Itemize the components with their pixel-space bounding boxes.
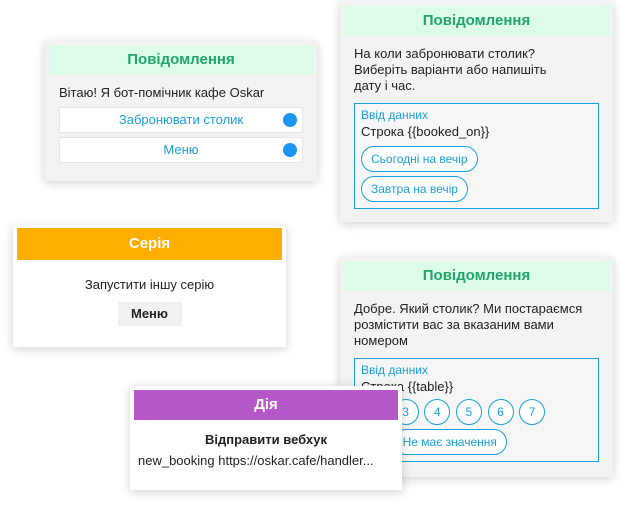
message-text-line: На коли забронювати столик? xyxy=(354,46,536,61)
quick-reply-5[interactable]: 5 xyxy=(455,399,482,425)
quick-reply-6[interactable]: 6 xyxy=(487,399,514,425)
input-label: Ввід данних xyxy=(361,363,429,377)
message-card-booking-date[interactable]: Повідомлення На коли забронювати столик?… xyxy=(340,2,613,222)
action-title: Відправити вебхук xyxy=(205,432,327,447)
quick-reply-4[interactable]: 4 xyxy=(424,399,451,425)
series-card[interactable]: Серія Запустити іншу серію Меню xyxy=(13,226,286,347)
series-menu-button[interactable]: Меню xyxy=(117,302,182,326)
message-text-line: розмістити вас за вказаним вами xyxy=(354,317,554,332)
message-text-line: Добре. Який столик? Ми постараємся xyxy=(354,301,583,316)
input-variable: Строка {{booked_on}} xyxy=(361,124,490,139)
option-menu[interactable]: Меню xyxy=(59,137,303,163)
option-label: Меню xyxy=(163,142,199,157)
action-webhook-text: new_booking https://oskar.cafe/handler..… xyxy=(138,453,374,468)
option-book-table[interactable]: Забронювати столик xyxy=(59,107,303,133)
connector-dot-icon[interactable] xyxy=(283,143,297,157)
action-card[interactable]: Дія Відправити вебхук new_booking https:… xyxy=(130,386,402,490)
action-card-header: Дія xyxy=(134,390,398,420)
connector-dot-icon[interactable] xyxy=(283,113,297,127)
input-label: Ввід данних xyxy=(361,108,429,122)
quick-reply-no-preference[interactable]: Не має значення xyxy=(392,429,507,455)
message-text-line: номером xyxy=(354,333,408,348)
message-card-header: Повідомлення xyxy=(49,45,313,75)
message-text-line: Виберіть варіанти або напишіть xyxy=(354,62,547,77)
message-card-header: Повідомлення xyxy=(344,6,609,36)
quick-reply-7[interactable]: 7 xyxy=(519,399,546,425)
quick-reply-tomorrow[interactable]: Завтра на вечір xyxy=(361,176,468,202)
message-text-line: дату і час. xyxy=(354,78,416,93)
message-card-greeting[interactable]: Повідомлення Вітаю! Я бот-помічник кафе … xyxy=(45,41,317,181)
input-block[interactable]: Ввід данних Строка {{booked_on}} Сьогодн… xyxy=(354,103,599,209)
message-text: Вітаю! Я бот-помічник кафе Oskar xyxy=(59,85,265,100)
series-card-header: Серія xyxy=(17,228,282,260)
option-label: Забронювати столик xyxy=(118,112,244,127)
message-card-header: Повідомлення xyxy=(344,261,609,291)
series-text: Запустити іншу серію xyxy=(84,277,215,292)
quick-reply-today[interactable]: Сьогодні на вечір xyxy=(361,146,478,172)
